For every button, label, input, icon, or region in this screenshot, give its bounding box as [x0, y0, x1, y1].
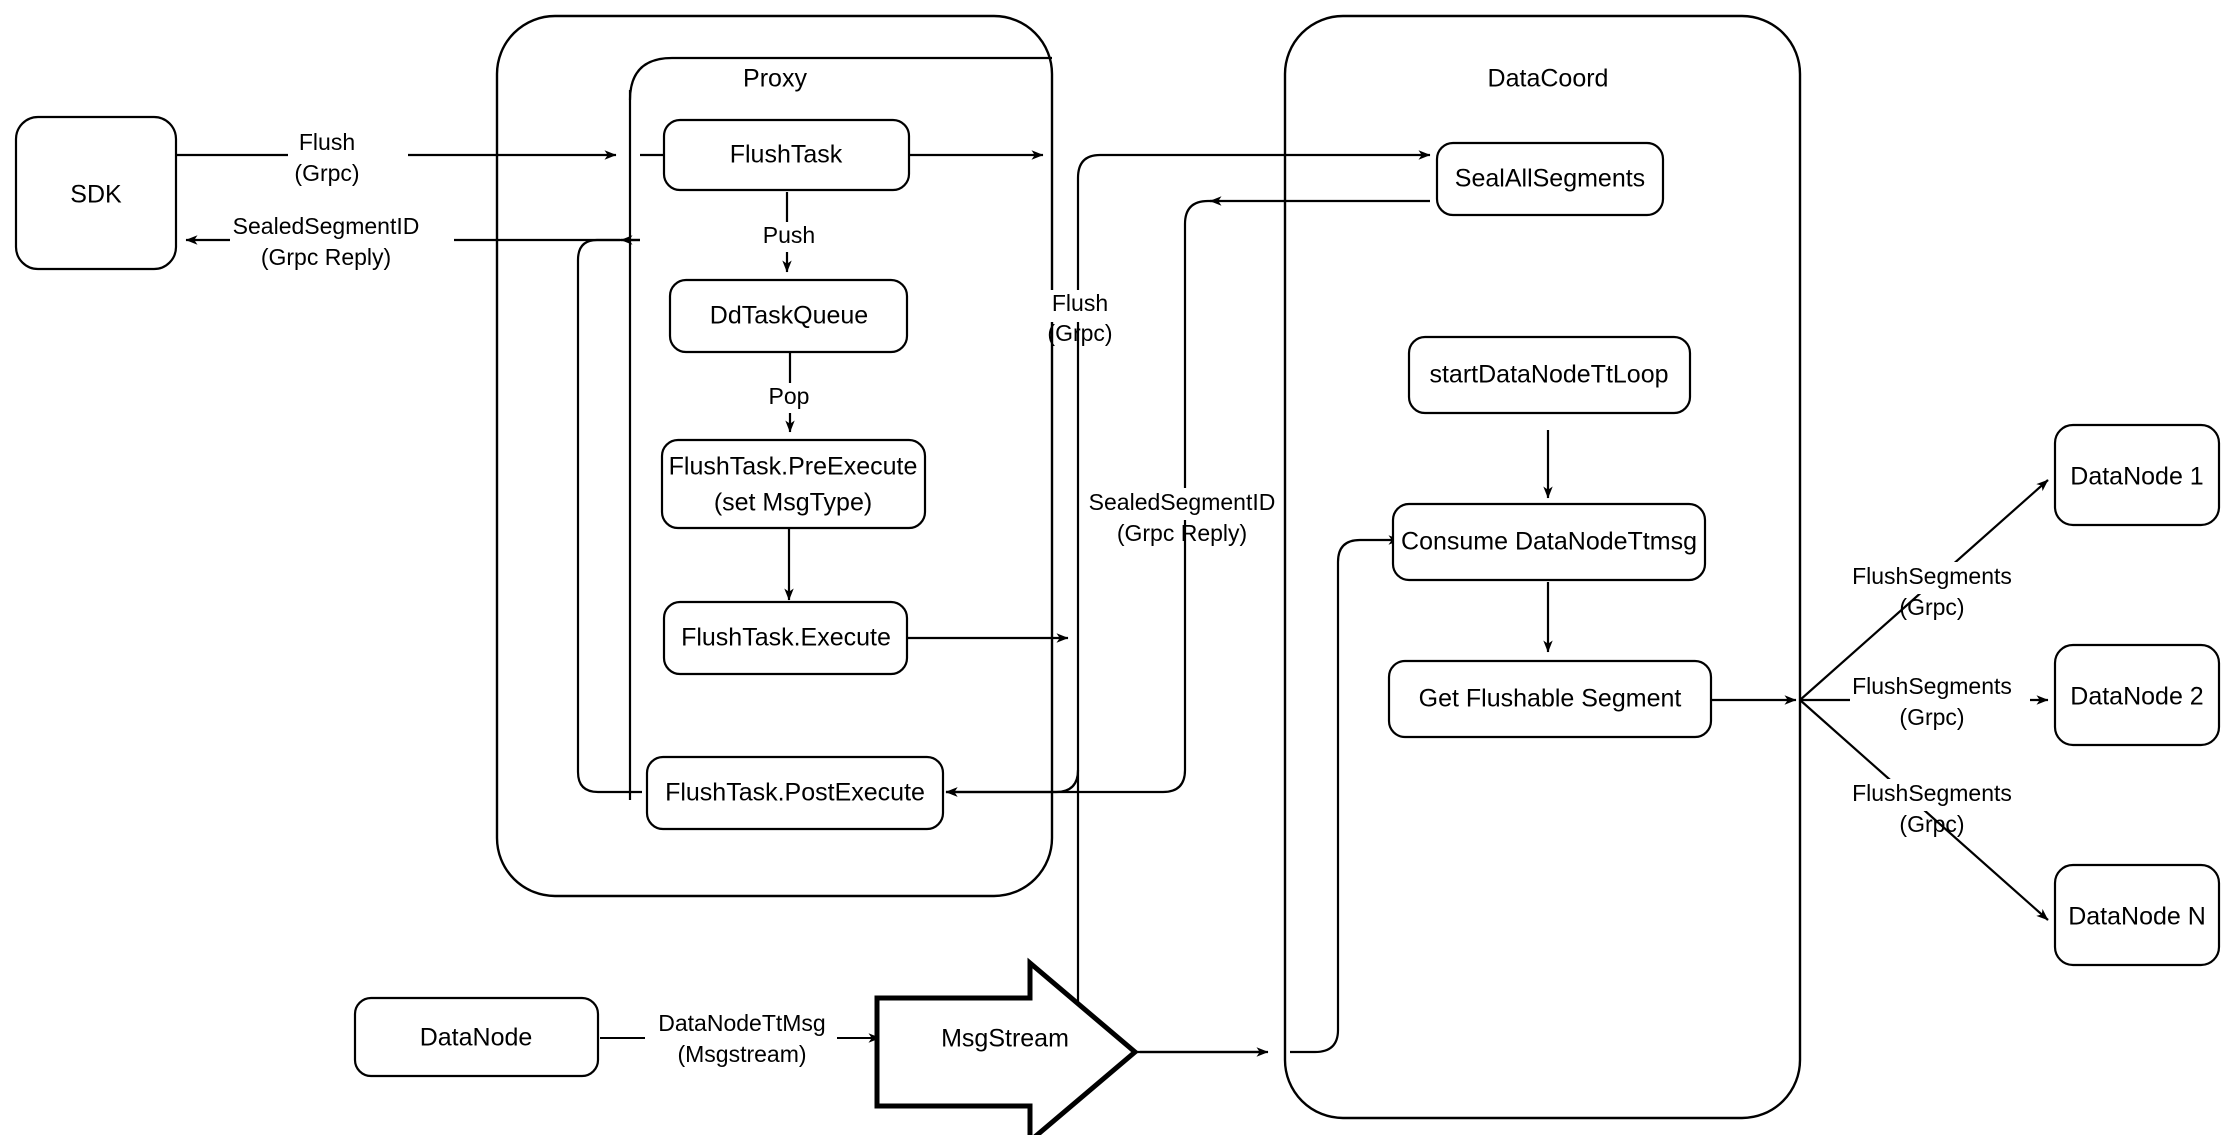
node-flushtask-postexecute[interactable]: FlushTask.PostExecute [645, 755, 945, 831]
fsn-l1-bg [1850, 779, 2030, 811]
node-sdk[interactable]: SDK [14, 115, 178, 271]
preexecute-label-line2: (set MsgType) [714, 489, 872, 517]
node-ddtaskqueue[interactable]: DdTaskQueue [668, 278, 909, 354]
flushsegments-1-label-line1: FlushSegments [1852, 563, 2012, 589]
edge-label-flushsegments-2: FlushSegments (Grpc) [1850, 673, 2030, 730]
node-consume-datanodettmsg[interactable]: Consume DataNodeTtmsg [1391, 502, 1707, 582]
push-label: Push [763, 222, 815, 248]
edge-label-datanodettmsg: DataNodeTtMsg (Msgstream) [645, 1009, 837, 1067]
datanode-source-box[interactable] [353, 996, 600, 1078]
node-get-flushable-segment[interactable]: Get Flushable Segment [1387, 659, 1713, 739]
execute-label: FlushTask.Execute [681, 624, 891, 652]
fs2-l1-bg [1850, 673, 2030, 705]
flushsegments-1-label-line2: (Grpc) [1899, 594, 1964, 620]
flushtask-box[interactable] [662, 118, 911, 192]
node-datanode-2[interactable]: DataNode 2 [2053, 643, 2221, 747]
fs1-l1-bg [1850, 562, 2030, 594]
node-startdatanodettloop[interactable]: startDataNodeTtLoop [1407, 335, 1692, 415]
startdatanodettloop-label: startDataNodeTtLoop [1429, 361, 1668, 389]
flush-sdk-label-line2: (Grpc) [294, 160, 359, 186]
consume-datanodettmsg-label: Consume DataNodeTtmsg [1401, 528, 1697, 556]
dnttmsg-l1-bg [645, 1009, 837, 1041]
ddtaskqueue-label: DdTaskQueue [710, 302, 868, 330]
edge-flushbus-down-to-postexecute [945, 638, 1080, 797]
datacoord-container-border [1283, 14, 1802, 1120]
push-bg [748, 222, 830, 252]
proxy-title: Proxy [743, 65, 807, 93]
node-sealallsegments[interactable]: SealAllSegments [1435, 141, 1665, 217]
flush-mid-l1-bg [1037, 290, 1133, 322]
edge-label-sealedsegmentid-sdk: SealedSegmentID (Grpc Reply) [230, 213, 454, 270]
flushtask-label: FlushTask [730, 141, 843, 169]
datanodettmsg-label-line2: (Msgstream) [677, 1041, 806, 1067]
datanoden-box[interactable] [2053, 863, 2221, 967]
proxy-container-border [495, 14, 1054, 898]
msgstream-arrow-shape[interactable] [874, 957, 1139, 1135]
container-datacoord: DataCoord [1283, 14, 1802, 1120]
get-flushable-segment-label: Get Flushable Segment [1419, 685, 1682, 713]
sdk-label: SDK [70, 181, 122, 209]
flush-mid-label-line1: Flush [1052, 290, 1108, 316]
flush-mid-label-line2: (Grpc) [1047, 320, 1112, 346]
edge-label-flush-grpc-sdk: Flush (Grpc) [288, 128, 408, 186]
edge-postexecute-to-reply-bus [576, 238, 642, 794]
get-flushable-segment-box[interactable] [1387, 659, 1713, 739]
container-proxy: Proxy [495, 14, 1054, 898]
node-datanode-source[interactable]: DataNode [353, 996, 600, 1078]
node-datanode-1[interactable]: DataNode 1 [2053, 423, 2221, 527]
edge-label-sealedsegmentid-mid: SealedSegmentID (Grpc Reply) [1085, 488, 1280, 546]
sealallsegments-label: SealAllSegments [1455, 165, 1645, 193]
ddtaskqueue-box[interactable] [668, 278, 909, 354]
node-flushtask-preexecute[interactable]: FlushTask.PreExecute (set MsgType) [660, 438, 927, 530]
edge-datacoord-bus-to-consume [1290, 535, 1401, 1054]
sealedsegmentid-sdk-label-line1: SealedSegmentID [233, 213, 420, 239]
datanode2-box[interactable] [2053, 643, 2221, 747]
edge-label-flushsegments-n: FlushSegments (Grpc) [1850, 779, 2030, 837]
startdatanodettloop-box[interactable] [1407, 335, 1692, 415]
datanode1-label: DataNode 1 [2070, 463, 2203, 491]
datacoord-title: DataCoord [1488, 65, 1609, 93]
sdk-box[interactable] [14, 115, 178, 271]
postexecute-label: FlushTask.PostExecute [665, 779, 925, 807]
edge-label-push: Push [748, 222, 830, 252]
flush-sdk-l1-bg [288, 128, 408, 160]
sealed-sdk-l1-bg [230, 213, 454, 243]
flushsegments-n-label-line1: FlushSegments [1852, 780, 2012, 806]
msgstream-label: MsgStream [941, 1025, 1069, 1053]
sealedsegmentid-mid-label-line2: (Grpc Reply) [1117, 520, 1247, 546]
consume-datanodettmsg-box[interactable] [1391, 502, 1707, 582]
node-msgstream[interactable]: MsgStream [874, 957, 1139, 1135]
preexecute-label-line1: FlushTask.PreExecute [669, 453, 918, 481]
flushsegments-2-label-line2: (Grpc) [1899, 704, 1964, 730]
flush-grpc-bus [1076, 153, 1263, 638]
pop-label: Pop [769, 383, 810, 409]
proxy-bus-top-curve [628, 56, 1052, 101]
sealed-mid-l1-bg [1085, 488, 1280, 520]
pop-bg [752, 383, 826, 413]
preexecute-box[interactable] [660, 438, 927, 530]
sealedsegmentid-mid-label-line1: SealedSegmentID [1089, 489, 1276, 515]
node-flushtask-execute[interactable]: FlushTask.Execute [662, 600, 909, 676]
edge-label-flush-grpc-mid: Flush (Grpc) [1037, 290, 1133, 346]
datanoden-label: DataNode N [2068, 903, 2206, 931]
execute-box[interactable] [662, 600, 909, 676]
flush-sdk-label-line1: Flush [299, 129, 355, 155]
node-flushtask[interactable]: FlushTask [662, 118, 911, 192]
flushsegments-n-label-line2: (Grpc) [1899, 811, 1964, 837]
edge-label-pop: Pop [752, 383, 826, 413]
sealedsegmentid-sdk-label-line2: (Grpc Reply) [261, 244, 391, 270]
flushsegments-2-label-line1: FlushSegments [1852, 673, 2012, 699]
edge-label-flushsegments-1: FlushSegments (Grpc) [1850, 562, 2030, 620]
sealallsegments-box[interactable] [1435, 141, 1665, 217]
datanode1-box[interactable] [2053, 423, 2221, 527]
datanode2-label: DataNode 2 [2070, 683, 2203, 711]
node-datanode-n[interactable]: DataNode N [2053, 863, 2221, 967]
datanode-source-label: DataNode [420, 1024, 533, 1052]
datanodettmsg-label-line1: DataNodeTtMsg [658, 1010, 825, 1036]
postexecute-box[interactable] [645, 755, 945, 831]
msgstream-entry-bus-tail [1076, 770, 1263, 1054]
